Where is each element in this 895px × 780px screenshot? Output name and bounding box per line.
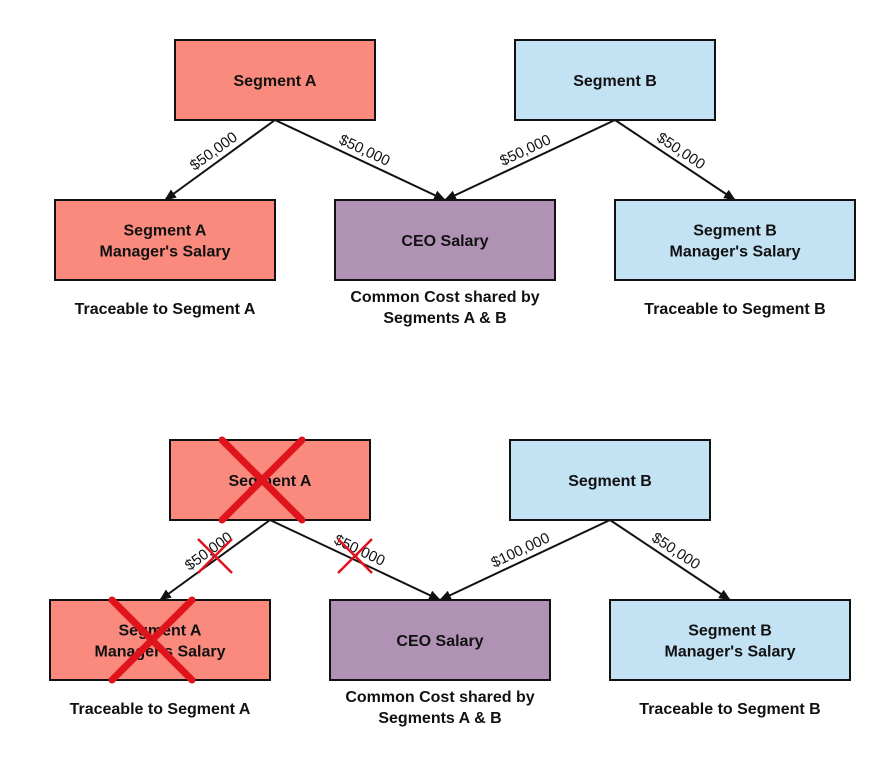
- edge-arrow: [274, 119, 446, 201]
- edge-label: $50,000: [497, 131, 553, 169]
- edge-seg_b-to-ceo: $100,000: [439, 519, 611, 601]
- edge-arrow: [609, 519, 731, 601]
- node-box: [609, 599, 851, 681]
- node-box: [49, 599, 271, 681]
- edge-seg_b-to-mgr_b: $50,000: [614, 119, 736, 201]
- edge-seg_b-to-mgr_b: $50,000: [609, 519, 731, 601]
- node-label: Segment B: [568, 473, 652, 490]
- node-box: [514, 39, 716, 121]
- caption-ceo: Segments A & B: [383, 310, 506, 327]
- caption-ceo: Common Cost shared by: [345, 689, 534, 706]
- edge-arrow: [614, 119, 736, 201]
- cross-out-icon: [108, 596, 196, 684]
- cross-out-icon: [337, 538, 373, 574]
- cross-out-icon: [218, 436, 306, 524]
- node-label: Segment B: [688, 623, 772, 640]
- node-label: CEO Salary: [396, 633, 483, 650]
- caption-mgr-a: Traceable to Segment A: [75, 301, 256, 318]
- node-label: Segment A: [234, 73, 317, 90]
- node-mgr-b: Segment B Manager's Salary: [609, 599, 851, 681]
- node-label: Segment B: [573, 73, 657, 90]
- edge-arrow: [444, 119, 616, 201]
- node-box: [509, 439, 711, 521]
- edge-seg_a-to-mgr_a: $50,000: [164, 119, 276, 201]
- node-box: [614, 199, 856, 281]
- edge-arrow: [159, 519, 271, 601]
- node-label: Segment A: [229, 473, 312, 490]
- node-mgr-a: Segment A Manager's Salary: [54, 199, 276, 281]
- node-box: [169, 439, 371, 521]
- node-box: [174, 39, 376, 121]
- node-seg-a: Segment A: [169, 436, 371, 524]
- node-label: Segment A: [124, 223, 207, 240]
- caption-mgr-a: Traceable to Segment A: [70, 701, 251, 718]
- node-ceo: CEO Salary: [329, 599, 551, 681]
- node-seg-a: Segment A: [174, 39, 376, 121]
- edge-label: $50,000: [336, 131, 392, 169]
- caption-ceo: Common Cost shared by: [350, 289, 539, 306]
- caption-mgr-b: Traceable to Segment B: [644, 301, 825, 318]
- caption-mgr-b: Traceable to Segment B: [639, 701, 820, 718]
- node-label: Manager's Salary: [670, 244, 801, 261]
- edge-arrow: [164, 119, 276, 201]
- node-ceo: CEO Salary: [334, 199, 556, 281]
- edge-seg_a-to-ceo: $50,000: [274, 119, 446, 201]
- cross-out-icon: [197, 538, 233, 574]
- edge-seg_a-to-ceo: $50,000: [269, 519, 441, 601]
- node-seg-b: Segment B: [514, 39, 716, 121]
- node-box: [54, 199, 276, 281]
- node-mgr-b: Segment B Manager's Salary: [614, 199, 856, 281]
- caption-ceo: Segments A & B: [378, 710, 501, 727]
- node-box: [334, 199, 556, 281]
- node-label: Segment B: [693, 223, 777, 240]
- node-box: [329, 599, 551, 681]
- node-seg-b: Segment B: [509, 439, 711, 521]
- edge-seg_a-to-mgr_a: $50,000: [159, 519, 271, 601]
- node-label: CEO Salary: [401, 233, 488, 250]
- node-label: Manager's Salary: [665, 644, 796, 661]
- node-label: Manager's Salary: [100, 244, 231, 261]
- edge-seg_b-to-ceo: $50,000: [444, 119, 616, 201]
- edge-arrow: [269, 519, 441, 601]
- edge-arrow: [439, 519, 611, 601]
